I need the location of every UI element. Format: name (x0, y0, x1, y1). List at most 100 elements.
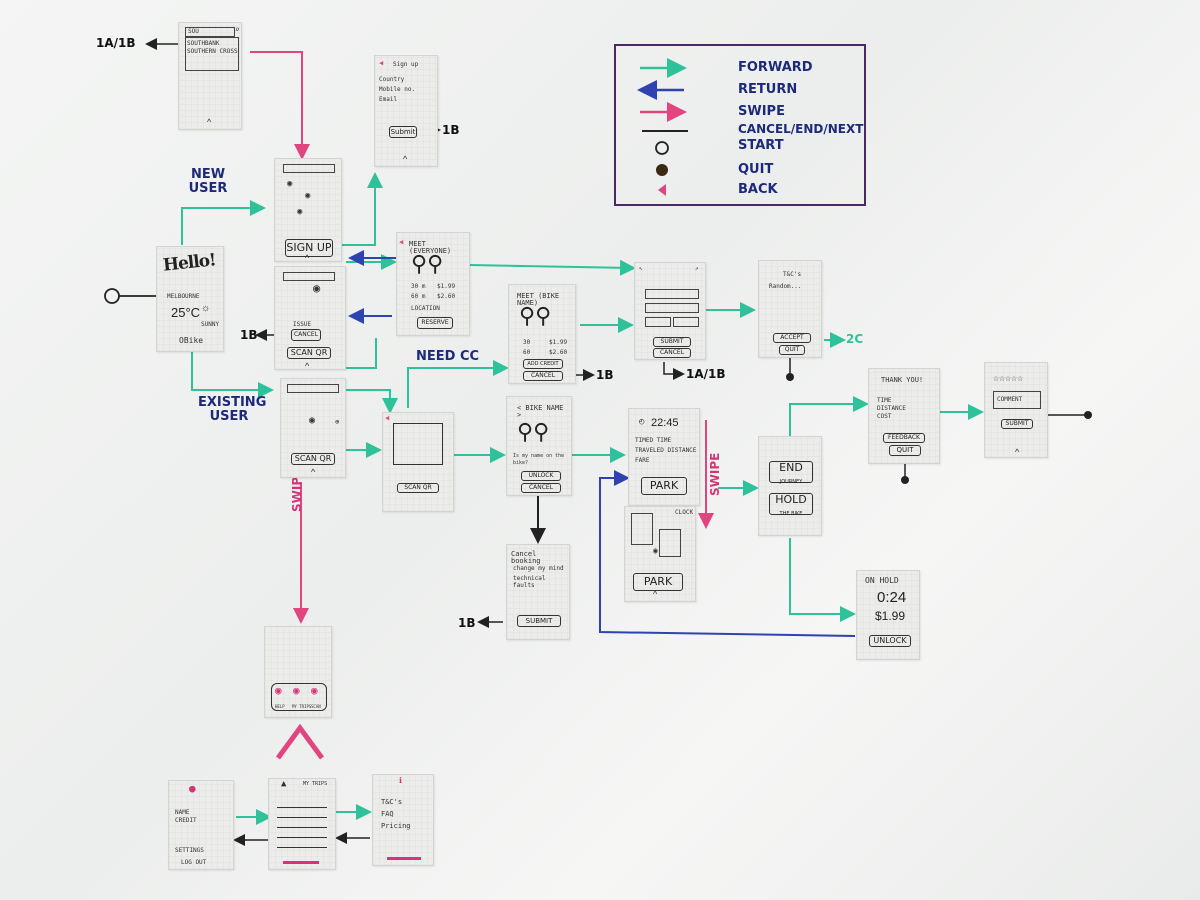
park-button[interactable]: PARK (633, 573, 683, 591)
map-search-bar[interactable] (283, 272, 335, 281)
list-item[interactable] (277, 827, 327, 828)
pin-icon[interactable]: ◉ (297, 207, 303, 217)
map-search-bar[interactable] (287, 384, 339, 393)
back-icon[interactable]: ◀ (379, 59, 384, 67)
start-circle (104, 288, 120, 304)
search-icon[interactable]: ⌕ (235, 25, 240, 34)
sign-up-button[interactable]: SIGN UP (285, 239, 333, 257)
cvv-field[interactable] (673, 317, 699, 327)
feedback-button[interactable]: FEEDBACK (883, 433, 925, 443)
quit-button[interactable]: QUIT (779, 345, 805, 355)
submit-button[interactable]: SUBMIT (1001, 419, 1033, 429)
map-issue-text: ISSUE (293, 321, 312, 328)
card-bike: < BIKE NAME > ⚲⚲ Is my name on the bike?… (506, 396, 572, 496)
logout-link[interactable]: LOG OUT (181, 859, 207, 866)
zoom-icon[interactable]: ⊕ (335, 418, 340, 426)
back-icon[interactable]: ◀ (385, 414, 390, 422)
clock-icon: ◴ (639, 417, 645, 427)
back-icon[interactable]: ◀ (399, 238, 404, 246)
rating-stars[interactable]: ☆☆☆☆☆ (993, 373, 1024, 384)
quit-button[interactable]: QUIT (889, 445, 921, 456)
note-existing-user: EXISTING USER (198, 395, 267, 424)
legend-box: FORWARD RETURN SWIPE CANCEL/END/NEXT STA… (614, 44, 866, 206)
info-faq[interactable]: FAQ (381, 810, 394, 818)
chevron-up-icon[interactable]: ^ (1015, 447, 1020, 457)
arrow-endhold-onhold (789, 538, 856, 622)
scan-qr-button[interactable]: SCAN QR (287, 347, 331, 359)
bike-note: Is my name on the bike? (513, 453, 565, 466)
cancel-button[interactable]: CANCEL (653, 348, 691, 358)
bike-pin-icon[interactable]: ◉ (313, 281, 321, 295)
card-terms: T&C's Random... ACCEPT QUIT (758, 260, 822, 358)
comment-box[interactable] (993, 391, 1041, 409)
chevron-up-icon[interactable]: ^ (653, 589, 658, 599)
list-item[interactable] (277, 837, 327, 838)
signup-email[interactable]: Email (379, 96, 398, 103)
signup-country[interactable]: Country (379, 76, 405, 83)
list-item[interactable] (277, 807, 327, 808)
info-pricing[interactable]: Pricing (381, 822, 411, 830)
submit-button[interactable]: SUBMIT (517, 615, 561, 627)
pin-icon[interactable]: ◉ (309, 415, 316, 426)
pin-icon[interactable]: ◉ (287, 179, 293, 189)
end-label: END (779, 461, 803, 474)
menu-trips-label: MY TRIPS (292, 704, 312, 709)
card-search[interactable]: SOU ⌕ SOUTHBANK SOUTHERN CROSS ^ (178, 22, 242, 130)
chevron-up-icon[interactable]: ^ (305, 361, 310, 371)
up-arrow-icon[interactable]: ▲ (281, 779, 287, 789)
card-riding: 22:45 ◴ TIMED TIME TRAVELED DISTANCE FAR… (628, 408, 700, 506)
map-cancel-button[interactable]: CANCEL (291, 329, 321, 341)
signup-submit-button[interactable]: Submit (389, 126, 417, 138)
unlock-button[interactable]: UNLOCK (869, 635, 911, 647)
hello-bikes: OBike (179, 336, 204, 345)
card-number-field[interactable] (645, 289, 699, 299)
pin-icon[interactable]: ◉ (305, 191, 311, 201)
chevron-up-icon[interactable]: ^ (207, 117, 212, 127)
map-search-bar[interactable] (283, 164, 335, 173)
expiry-field[interactable] (645, 317, 671, 327)
search-field[interactable] (185, 27, 235, 37)
chevron-up-icon[interactable]: ^ (403, 154, 408, 164)
search-result-1[interactable]: SOUTHBANK (187, 40, 220, 47)
cancel-button[interactable]: CANCEL (523, 371, 563, 381)
chevron-up-icon[interactable]: ^ (311, 467, 316, 477)
scan-icon[interactable]: ◉ (311, 684, 318, 697)
scan-qr-button[interactable]: SCAN QR (291, 453, 335, 465)
reserve-button[interactable]: RESERVE (417, 317, 453, 329)
pin-icon[interactable]: ◉ (653, 546, 658, 555)
card-profile: ● NAME CREDIT SETTINGS LOG OUT (168, 780, 234, 870)
meet1-duration-1: 30 m (411, 283, 426, 290)
accept-button[interactable]: ACCEPT (773, 333, 811, 343)
profile-settings[interactable]: SETTINGS (175, 847, 204, 854)
cancel-button[interactable]: CANCEL (521, 483, 561, 493)
unlock-button[interactable]: UNLOCK (521, 471, 561, 481)
hello-temp: 25°C (171, 305, 201, 320)
back-icon[interactable]: ↖ (639, 265, 643, 272)
option-technical[interactable]: technical faults (513, 575, 546, 589)
card-signup: ◀ Sign up Country Mobile no. Email Submi… (374, 55, 438, 167)
help-icon[interactable]: ◉ (275, 684, 282, 697)
ref-1a1b-submit: 1A/1B (686, 367, 726, 381)
scan-qr-button[interactable]: SCAN QR (397, 483, 439, 493)
submit-button[interactable]: SUBMIT (653, 337, 691, 347)
info-terms[interactable]: T&C's (381, 798, 403, 806)
meet1-location: LOCATION (411, 305, 440, 312)
chevron-up-icon[interactable]: ^ (305, 253, 310, 263)
list-item[interactable] (277, 847, 327, 848)
card-meet-bike: MEET (BIKE NAME) ⚲⚲ 30 $1.99 60 $2.60 AD… (508, 284, 576, 384)
card-name-field[interactable] (645, 303, 699, 313)
option-change-mind[interactable]: change my mind (513, 565, 564, 572)
trips-icon[interactable]: ◉ (293, 684, 300, 697)
park-button[interactable]: PARK (641, 477, 687, 495)
meet1-price-1: $1.99 (437, 283, 456, 290)
close-icon[interactable]: ↗ (695, 265, 699, 272)
add-credit-button[interactable]: ADD CREDIT (523, 359, 563, 369)
avatar-icon: ● (189, 782, 196, 795)
list-item[interactable] (277, 817, 327, 818)
note-new-user: NEW USER (188, 167, 228, 196)
signup-mobile[interactable]: Mobile no. (379, 86, 416, 93)
search-result-2[interactable]: SOUTHERN CROSS (187, 48, 238, 55)
